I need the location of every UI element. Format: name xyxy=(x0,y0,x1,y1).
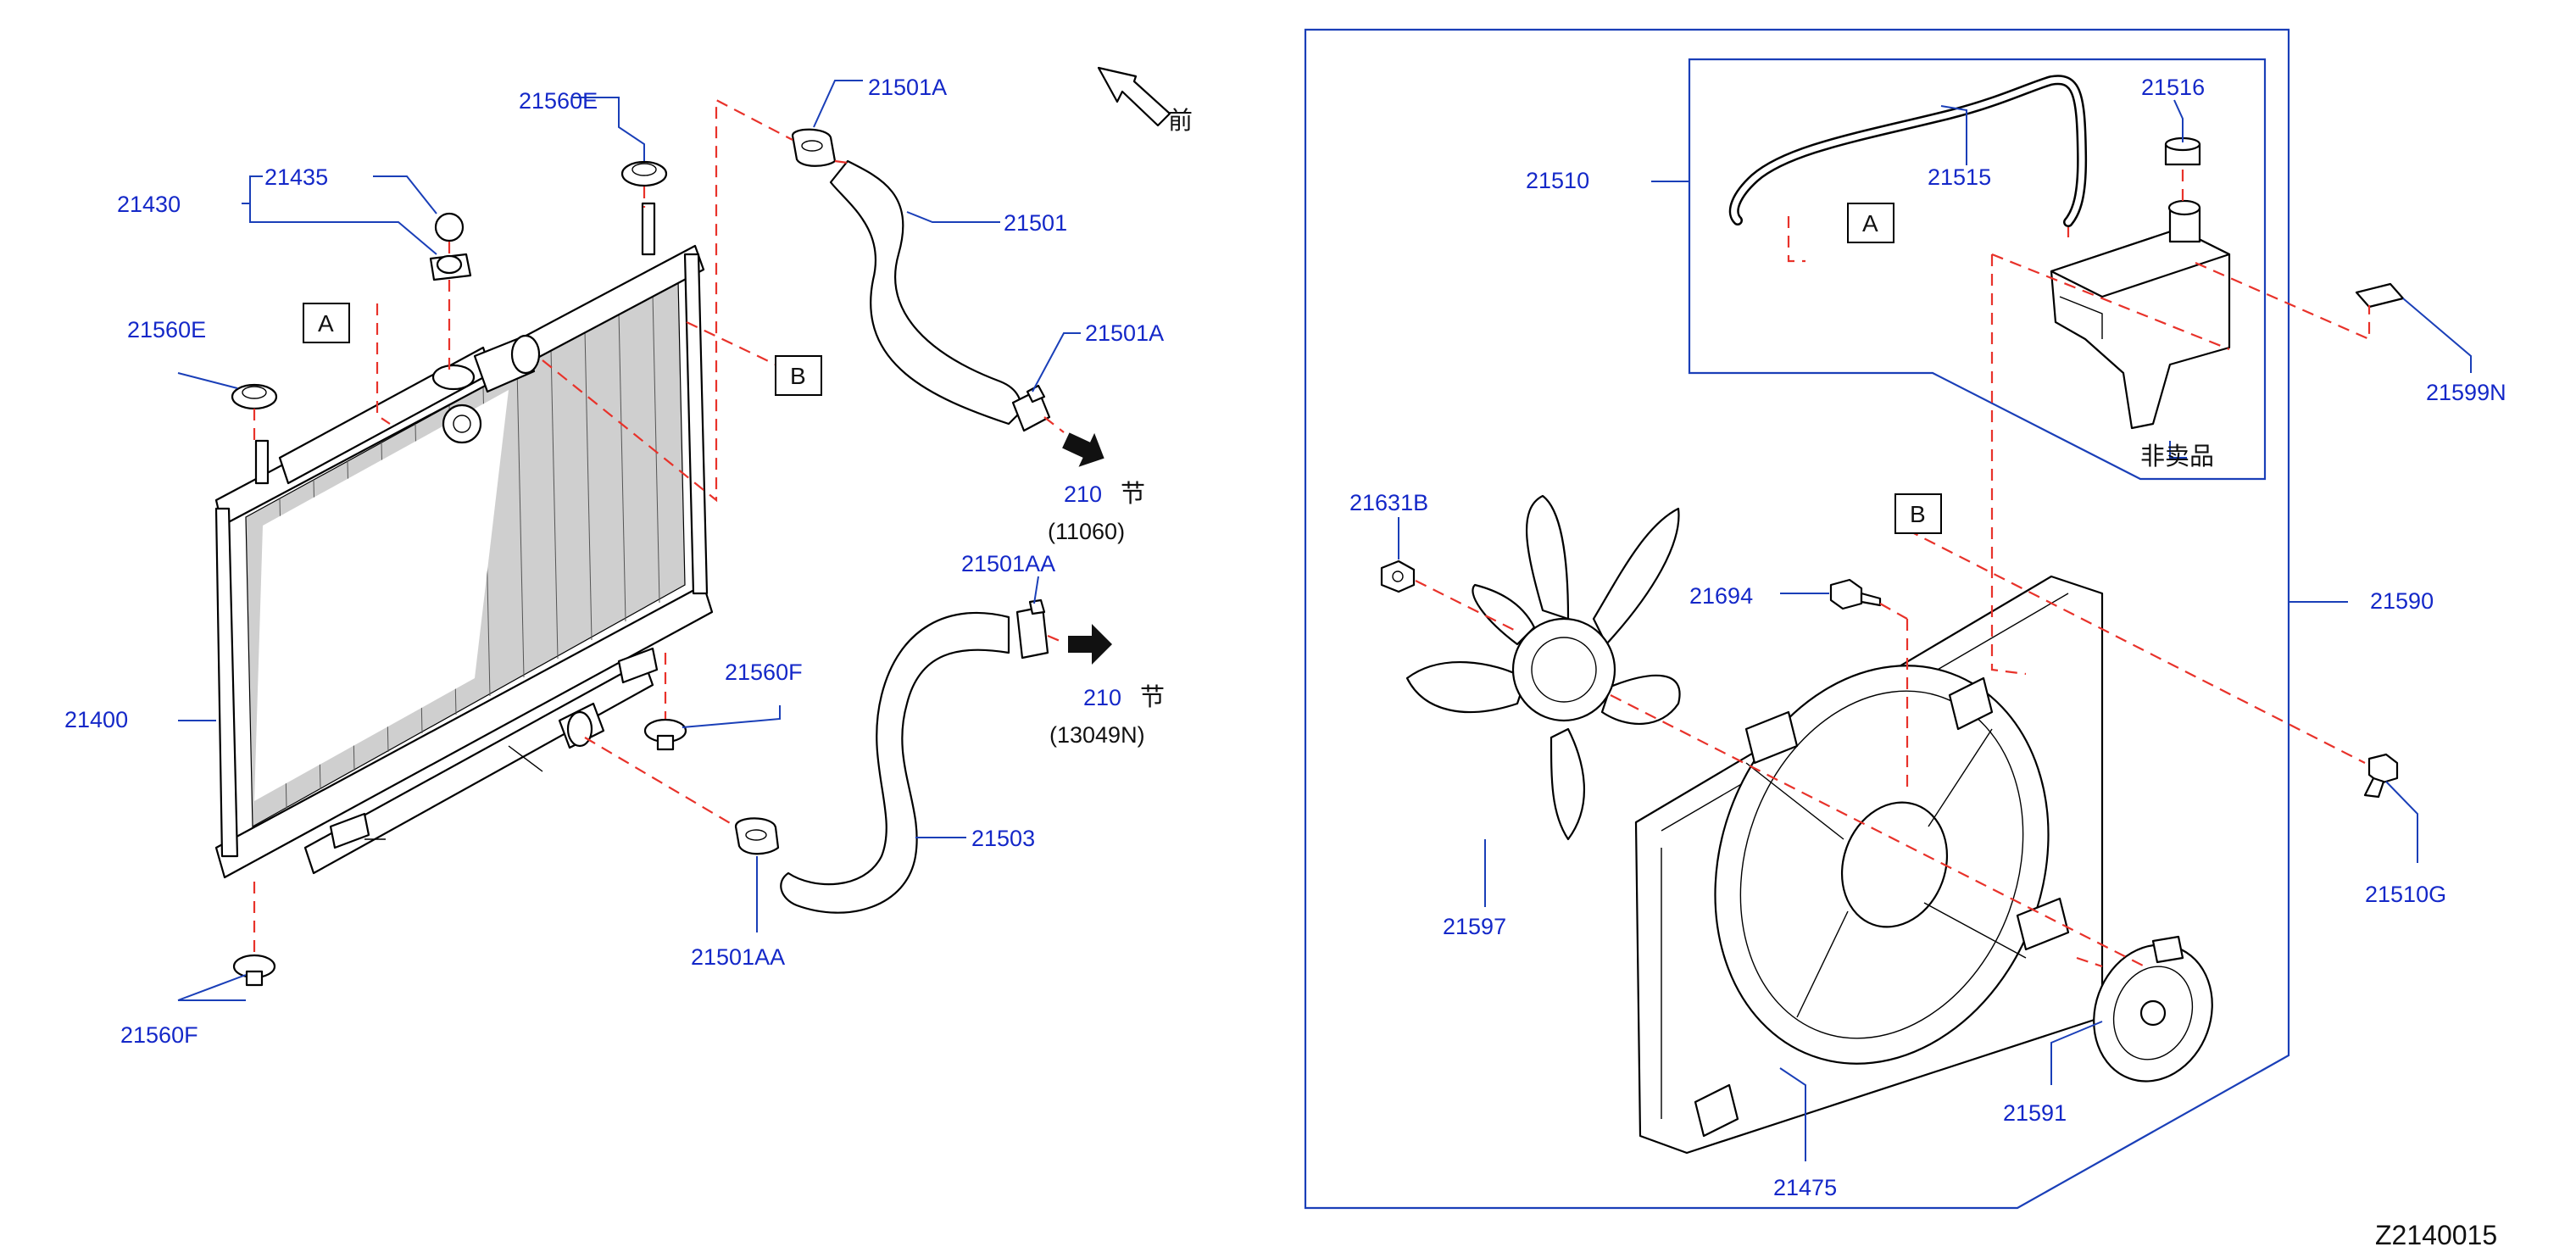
label-21599n: 21599N xyxy=(2426,380,2506,405)
front-label: 前 xyxy=(1168,106,1193,135)
sticker-21599n xyxy=(2355,282,2405,309)
box-marker-b-right: B xyxy=(1894,493,1942,534)
radiator-cap-21430 xyxy=(429,253,472,281)
section-ref-1-prefix: 210 xyxy=(1064,481,1102,507)
section-ref-1-suffix: 节 xyxy=(1121,479,1145,508)
label-21503: 21503 xyxy=(971,826,1035,851)
label-21435: 21435 xyxy=(264,164,328,190)
bolt-21510g xyxy=(2363,753,2399,799)
front-direction-arrow-icon xyxy=(1097,66,1171,127)
label-21430: 21430 xyxy=(117,192,181,217)
reservoir-tank xyxy=(2050,199,2231,430)
svg-text:B: B xyxy=(1910,501,1926,527)
label-21501aa-top: 21501AA xyxy=(961,551,1055,576)
label-21510: 21510 xyxy=(1526,168,1589,193)
box-marker-a-right: A xyxy=(1847,203,1894,243)
outlet-arrow-icon-2 xyxy=(1068,624,1112,665)
label-21516: 21516 xyxy=(2141,75,2205,100)
box-marker-a-left: A xyxy=(303,303,350,343)
left-leader-lines xyxy=(177,80,1081,1001)
mount-21560f-right xyxy=(643,718,687,751)
fan-assembly-outline-21590 xyxy=(1304,28,2290,1210)
label-21475: 21475 xyxy=(1773,1175,1837,1200)
label-21501a-top: 21501A xyxy=(868,75,947,100)
label-21515: 21515 xyxy=(1928,164,1991,190)
diagram-code: Z2140015 xyxy=(2375,1220,2497,1250)
svg-text:B: B xyxy=(790,363,806,389)
label-21694: 21694 xyxy=(1689,583,1753,609)
svg-text:A: A xyxy=(1862,210,1878,237)
radiator-21400 xyxy=(214,202,714,879)
cap-ball-21435 xyxy=(434,212,465,242)
label-21560f-right: 21560F xyxy=(725,660,803,685)
lower-hose-21503 xyxy=(780,611,1010,914)
fan-motor-21591 xyxy=(2093,935,2213,1083)
section-ref-2-prefix: 210 xyxy=(1083,685,1121,710)
fan-shroud-21475 xyxy=(1634,575,2104,1155)
cooling-fan-21597 xyxy=(1405,494,1681,841)
label-21560e-top: 21560E xyxy=(519,88,598,114)
left-assembly-dashed-lines xyxy=(253,98,1065,954)
label-21510g: 21510G xyxy=(2365,882,2446,907)
label-21560f-bottom: 21560F xyxy=(120,1022,198,1048)
hose-clamp-21501a-top xyxy=(791,128,837,167)
label-21631b: 21631B xyxy=(1349,490,1428,515)
right-assembly-dashed-lines xyxy=(1415,170,2371,968)
hose-clamp-21501aa-bottom xyxy=(734,817,780,855)
upper-hose-21501 xyxy=(829,159,1022,426)
outlet-arrow-icon-1 xyxy=(1062,432,1104,467)
grommet-21560e-top xyxy=(620,160,668,187)
reservoir-assembly-outline-21510 xyxy=(1688,58,2267,481)
label-21400: 21400 xyxy=(64,707,128,732)
label-21560e-left: 21560E xyxy=(127,317,206,342)
label-21501aa-bottom: 21501AA xyxy=(691,944,785,970)
grommet-21560e-left xyxy=(231,383,278,410)
hose-clamp-21501aa-top xyxy=(1015,598,1049,660)
label-21501: 21501 xyxy=(1004,210,1067,236)
reservoir-cap-21516 xyxy=(2164,136,2201,166)
section-ref-2-code: (13049N) xyxy=(1049,722,1145,748)
section-ref-2-suffix: 节 xyxy=(1140,682,1165,711)
not-for-sale-label: 非卖品 xyxy=(2140,442,2214,470)
label-21591: 21591 xyxy=(2003,1100,2067,1126)
svg-text:A: A xyxy=(318,310,334,337)
nut-21631b xyxy=(1380,559,1416,593)
mount-21560f-bottom xyxy=(232,954,276,987)
bolt-21694 xyxy=(1829,578,1882,610)
label-21501a-mid: 21501A xyxy=(1085,320,1164,346)
hose-clamp-21501a-mid xyxy=(1011,384,1051,432)
box-marker-b-left: B xyxy=(775,355,822,396)
label-21590: 21590 xyxy=(2370,588,2434,614)
section-ref-1-code: (11060) xyxy=(1048,519,1125,544)
reservoir-hose-21515 xyxy=(1728,75,2088,227)
right-leader-lines xyxy=(1398,99,2472,1161)
label-21597: 21597 xyxy=(1443,914,1506,939)
